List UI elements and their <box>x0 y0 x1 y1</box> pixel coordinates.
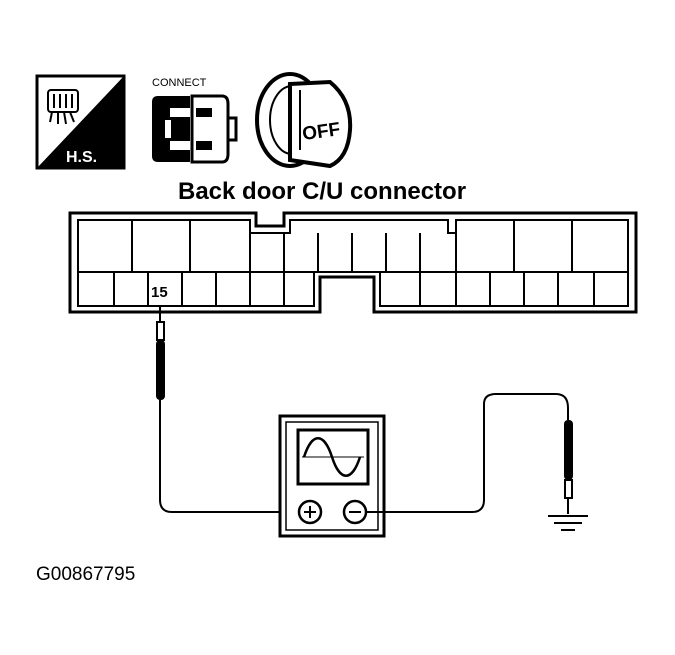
negative-lead-wire <box>366 393 569 513</box>
connector-title: Back door C/U connector <box>178 178 466 205</box>
ground-icon <box>548 515 588 531</box>
harness-connector-sketch <box>47 89 79 125</box>
connector-top-row <box>131 220 573 272</box>
connector-housing <box>68 211 638 314</box>
positive-lead-wire <box>159 400 296 513</box>
negative-probe <box>366 393 573 514</box>
positive-probe <box>156 306 296 513</box>
connector-face <box>68 211 638 314</box>
harness-side-label: H.S. <box>66 149 97 166</box>
figure-id: G00867795 <box>36 564 135 585</box>
connect-icon: CONNECT <box>152 77 238 164</box>
connector-bottom-row <box>113 272 595 306</box>
harness-side-icon: H.S. <box>35 74 126 170</box>
connect-label: CONNECT <box>152 77 207 89</box>
oscilloscope-meter <box>278 414 386 538</box>
sine-wave-icon <box>302 437 362 477</box>
pin-number-label: 15 <box>151 284 168 301</box>
ignition-key-icon: OFF <box>255 72 353 169</box>
ignition-off-label: OFF <box>301 119 342 145</box>
